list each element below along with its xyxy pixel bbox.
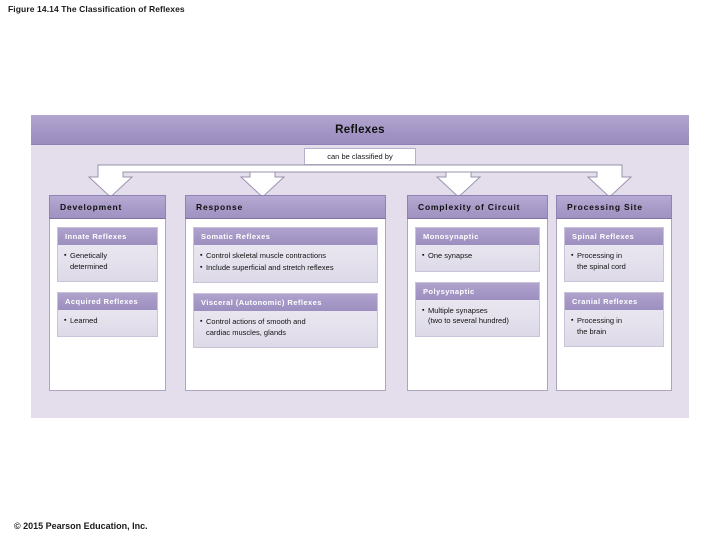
subbox-monosynaptic: Monosynaptic ▪ One synapse <box>415 227 540 272</box>
bullet-item: ▪ Multiple synapses (two to several hund… <box>422 306 534 327</box>
copyright-notice: © 2015 Pearson Education, Inc. <box>14 521 148 531</box>
subbox-acquired-reflexes: Acquired Reflexes ▪ Learned <box>57 292 158 337</box>
subbox-title: Somatic Reflexes <box>201 232 271 241</box>
bullet-item: ▪ Processing in the brain <box>571 316 658 337</box>
diagram-columns: Development Innate Reflexes ▪ Geneticall… <box>31 195 689 395</box>
subbox-header: Acquired Reflexes <box>58 293 157 310</box>
column-body-response: Somatic Reflexes ▪ Control skeletal musc… <box>185 219 386 391</box>
bullet-dot-icon: ▪ <box>422 306 425 314</box>
subbox-body: ▪ Multiple synapses (two to several hund… <box>416 300 539 336</box>
bullet-dot-icon: ▪ <box>200 263 203 271</box>
subbox-innate-reflexes: Innate Reflexes ▪ Genetically determined <box>57 227 158 282</box>
bullet-dot-icon: ▪ <box>200 318 203 325</box>
subbox-title: Visceral (Autonomic) Reflexes <box>201 298 322 307</box>
column-body-processing-site: Spinal Reflexes ▪ Processing in the spin… <box>556 219 672 391</box>
bullet-item: ▪ Control skeletal muscle contractions <box>200 251 372 262</box>
column-header-label: Response <box>196 202 244 212</box>
column-body-complexity: Monosynaptic ▪ One synapse Polysynaptic <box>407 219 548 391</box>
bullet-text: Control actions of smooth and cardiac mu… <box>206 317 306 337</box>
subbox-header: Monosynaptic <box>416 228 539 245</box>
subbox-title: Cranial Reflexes <box>572 297 638 306</box>
diagram-column-complexity: Complexity of Circuit Monosynaptic ▪ One… <box>407 195 548 391</box>
bullet-dot-icon: ▪ <box>64 317 67 324</box>
subbox-body: ▪ Genetically determined <box>58 245 157 281</box>
subbox-body: ▪ Control skeletal muscle contractions ▪… <box>194 245 377 282</box>
bullet-dot-icon: ▪ <box>571 252 574 259</box>
subbox-header: Innate Reflexes <box>58 228 157 245</box>
subbox-header: Somatic Reflexes <box>194 228 377 245</box>
bullet-text: Control skeletal muscle contractions <box>206 251 327 260</box>
bullet-dot-icon: ▪ <box>571 317 574 324</box>
column-body-development: Innate Reflexes ▪ Genetically determined… <box>49 219 166 391</box>
subbox-somatic-reflexes: Somatic Reflexes ▪ Control skeletal musc… <box>193 227 378 283</box>
subbox-polysynaptic: Polysynaptic ▪ Multiple synapses (two to… <box>415 281 540 337</box>
bullet-dot-icon: ▪ <box>64 252 67 259</box>
subbox-title: Monosynaptic <box>423 232 479 241</box>
figure-title: Figure 14.14 The Classification of Refle… <box>8 4 185 14</box>
diagram-root-header: Reflexes <box>31 115 689 145</box>
bullet-item: ▪ Genetically determined <box>64 251 152 272</box>
subbox-title: Innate Reflexes <box>65 232 127 241</box>
connector-arrow-3 <box>435 171 482 198</box>
column-header-processing-site: Processing Site <box>556 195 672 219</box>
bullet-item: ▪ Processing in the spinal cord <box>571 251 658 272</box>
subbox-title: Polysynaptic <box>423 286 475 296</box>
subbox-spinal-reflexes: Spinal Reflexes ▪ Processing in the spin… <box>564 227 664 282</box>
bullet-dot-icon: ▪ <box>422 252 425 259</box>
diagram-column-development: Development Innate Reflexes ▪ Geneticall… <box>49 195 166 391</box>
column-header-development: Development <box>49 195 166 219</box>
subbox-header: Visceral (Autonomic) Reflexes <box>194 294 377 311</box>
diagram-root-label: Reflexes <box>335 123 385 136</box>
subbox-header: Spinal Reflexes <box>565 228 663 245</box>
bullet-text: Include superficial and stretch reflexes <box>206 262 334 272</box>
diagram-column-response: Response Somatic Reflexes ▪ Control skel… <box>185 195 386 391</box>
bullet-dot-icon: ▪ <box>200 252 203 259</box>
bullet-text: One synapse <box>428 251 473 260</box>
subbox-header: Cranial Reflexes <box>565 293 663 310</box>
bullet-text: Processing in the spinal cord <box>577 251 626 271</box>
connector-arrow-2 <box>239 171 286 198</box>
subbox-body: ▪ Processing in the brain <box>565 310 663 346</box>
subbox-body: ▪ Processing in the spinal cord <box>565 245 663 281</box>
connector-bus-outer <box>87 164 633 198</box>
subbox-body: ▪ Control actions of smooth and cardiac … <box>194 311 377 347</box>
subbox-title: Spinal Reflexes <box>572 232 635 241</box>
connector-label-text: can be classified by <box>327 152 393 161</box>
subbox-visceral-reflexes: Visceral (Autonomic) Reflexes ▪ Control … <box>193 293 378 348</box>
bullet-item: ▪ Include superficial and stretch reflex… <box>200 263 372 274</box>
subbox-title: Acquired Reflexes <box>65 297 139 306</box>
column-header-label: Complexity of Circuit <box>418 202 521 212</box>
bullet-text: Learned <box>70 316 98 325</box>
column-header-response: Response <box>185 195 386 219</box>
bullet-text: Genetically determined <box>70 251 108 271</box>
subbox-cranial-reflexes: Cranial Reflexes ▪ Processing in the bra… <box>564 292 664 347</box>
subbox-body: ▪ Learned <box>58 310 157 336</box>
subbox-body: ▪ One synapse <box>416 245 539 271</box>
column-header-label: Processing Site <box>567 202 643 212</box>
bullet-text: Processing in the brain <box>577 316 623 336</box>
column-header-label: Development <box>60 202 123 212</box>
diagram-panel: Reflexes can be classified by Developmen… <box>31 115 689 418</box>
subbox-header: Polysynaptic <box>416 282 539 300</box>
bullet-item: ▪ Learned <box>64 316 152 327</box>
bullet-text: Multiple synapses (two to several hundre… <box>428 305 509 326</box>
bullet-item: ▪ Control actions of smooth and cardiac … <box>200 317 372 338</box>
bullet-item: ▪ One synapse <box>422 251 534 262</box>
connector-label-box: can be classified by <box>304 148 416 165</box>
diagram-column-processing-site: Processing Site Spinal Reflexes ▪ Proces… <box>556 195 672 391</box>
column-header-complexity-of-circuit: Complexity of Circuit <box>407 195 548 219</box>
